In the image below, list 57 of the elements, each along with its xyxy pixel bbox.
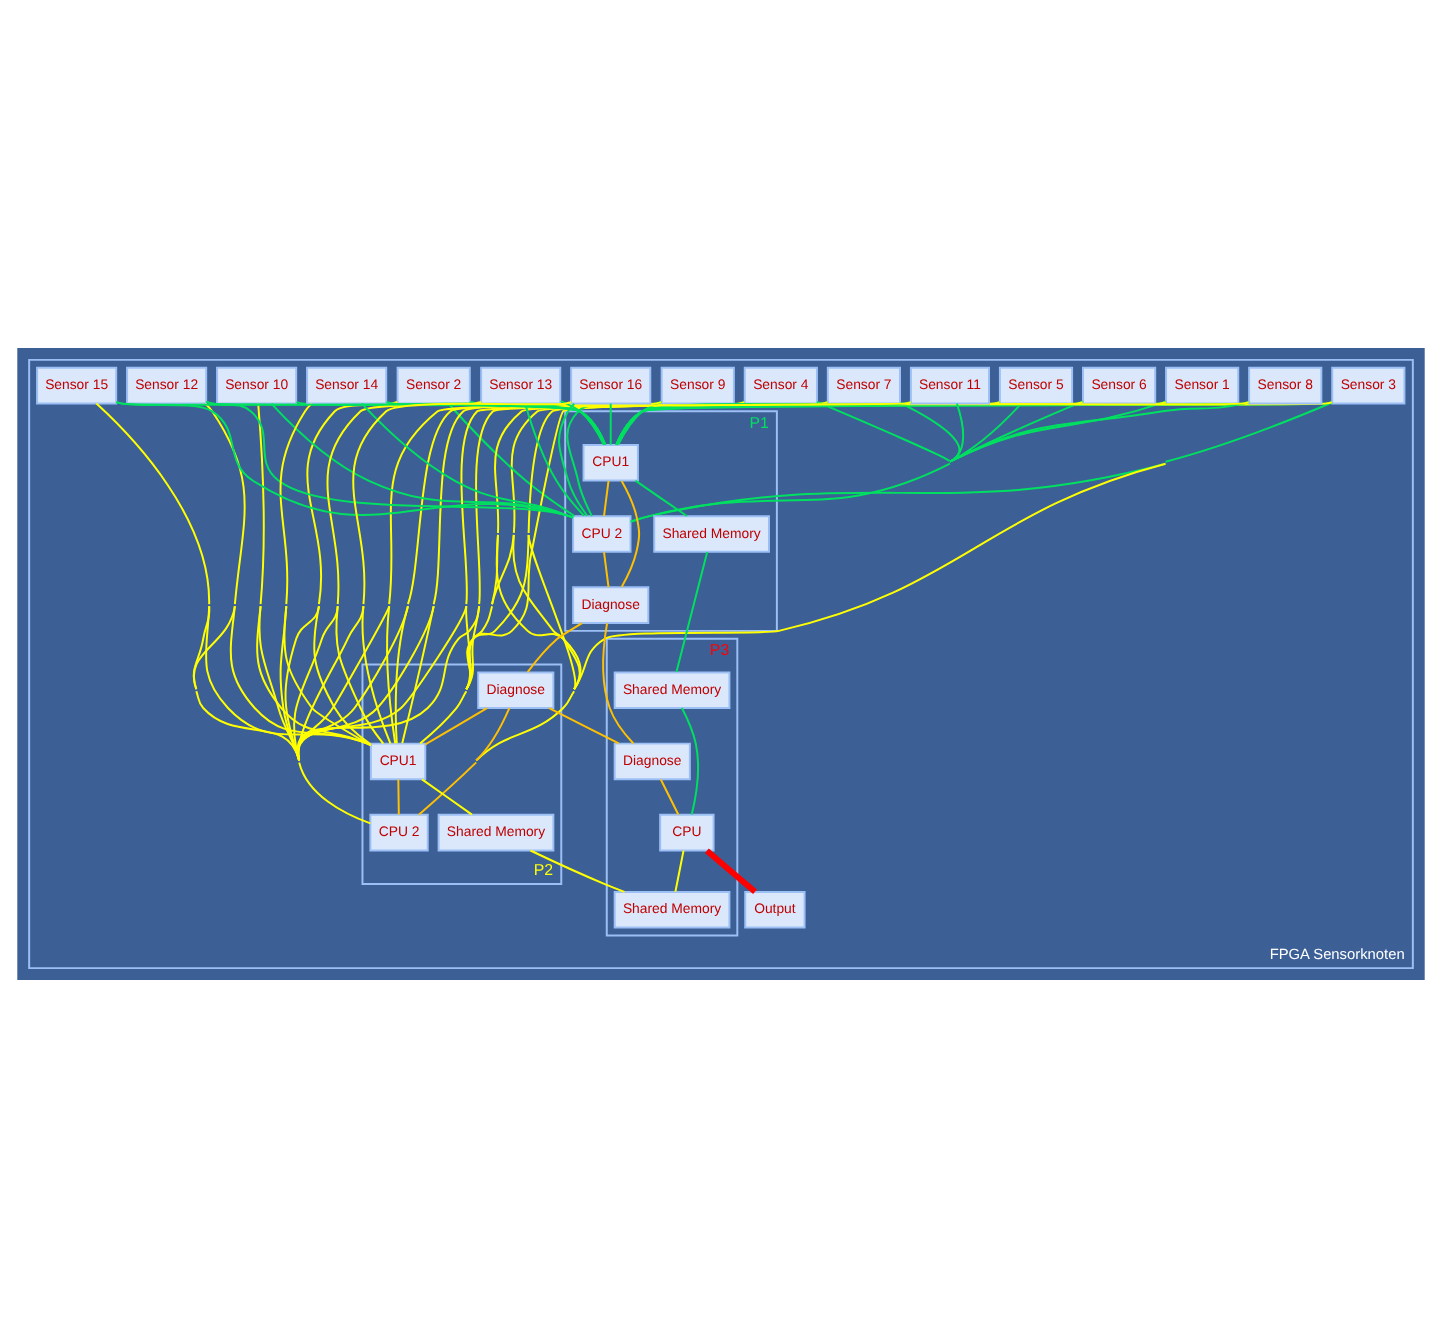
connector bbox=[529, 849, 626, 893]
connector bbox=[115, 401, 607, 446]
connector bbox=[385, 401, 607, 446]
connector bbox=[394, 605, 409, 745]
connector bbox=[417, 707, 511, 816]
connector bbox=[360, 402, 575, 519]
connector bbox=[558, 402, 589, 517]
connector bbox=[313, 605, 372, 746]
connector bbox=[293, 401, 482, 762]
connector bbox=[297, 401, 573, 762]
connector bbox=[512, 533, 581, 691]
connector bbox=[629, 401, 1333, 523]
connector bbox=[205, 401, 607, 446]
connector bbox=[620, 479, 641, 588]
connector bbox=[397, 778, 400, 816]
connector bbox=[617, 400, 663, 446]
connector bbox=[948, 402, 965, 463]
connector bbox=[634, 479, 688, 517]
connector bbox=[465, 401, 1084, 691]
connector bbox=[283, 605, 372, 747]
connector bbox=[948, 402, 1023, 463]
connector bbox=[603, 479, 610, 518]
connector bbox=[465, 605, 481, 691]
connector bbox=[526, 622, 584, 674]
connector bbox=[524, 402, 586, 517]
connector bbox=[386, 605, 397, 745]
connector bbox=[674, 849, 685, 893]
connector bbox=[421, 778, 473, 816]
connector bbox=[948, 400, 1167, 463]
connector bbox=[491, 401, 1167, 606]
connector bbox=[115, 401, 574, 519]
connector bbox=[629, 400, 951, 523]
connector bbox=[419, 605, 472, 745]
connector bbox=[948, 400, 1084, 463]
connector bbox=[424, 707, 488, 746]
connector bbox=[469, 400, 607, 446]
connector bbox=[297, 401, 746, 762]
connector bbox=[602, 622, 635, 745]
connector bbox=[284, 400, 399, 762]
connector bbox=[95, 402, 372, 825]
connector bbox=[401, 605, 435, 745]
connector bbox=[295, 401, 607, 446]
connector bbox=[559, 400, 605, 446]
connector bbox=[297, 401, 663, 762]
connector bbox=[335, 605, 385, 745]
connector bbox=[609, 402, 612, 446]
connector bbox=[675, 551, 709, 674]
connector bbox=[680, 707, 699, 816]
connector bbox=[527, 533, 577, 691]
connector bbox=[256, 605, 372, 747]
connector bbox=[205, 400, 574, 519]
connector bbox=[548, 707, 620, 745]
connector bbox=[603, 551, 610, 589]
connector bbox=[659, 778, 680, 816]
connector bbox=[193, 402, 246, 691]
connector bbox=[447, 402, 576, 517]
connector bbox=[270, 402, 574, 519]
